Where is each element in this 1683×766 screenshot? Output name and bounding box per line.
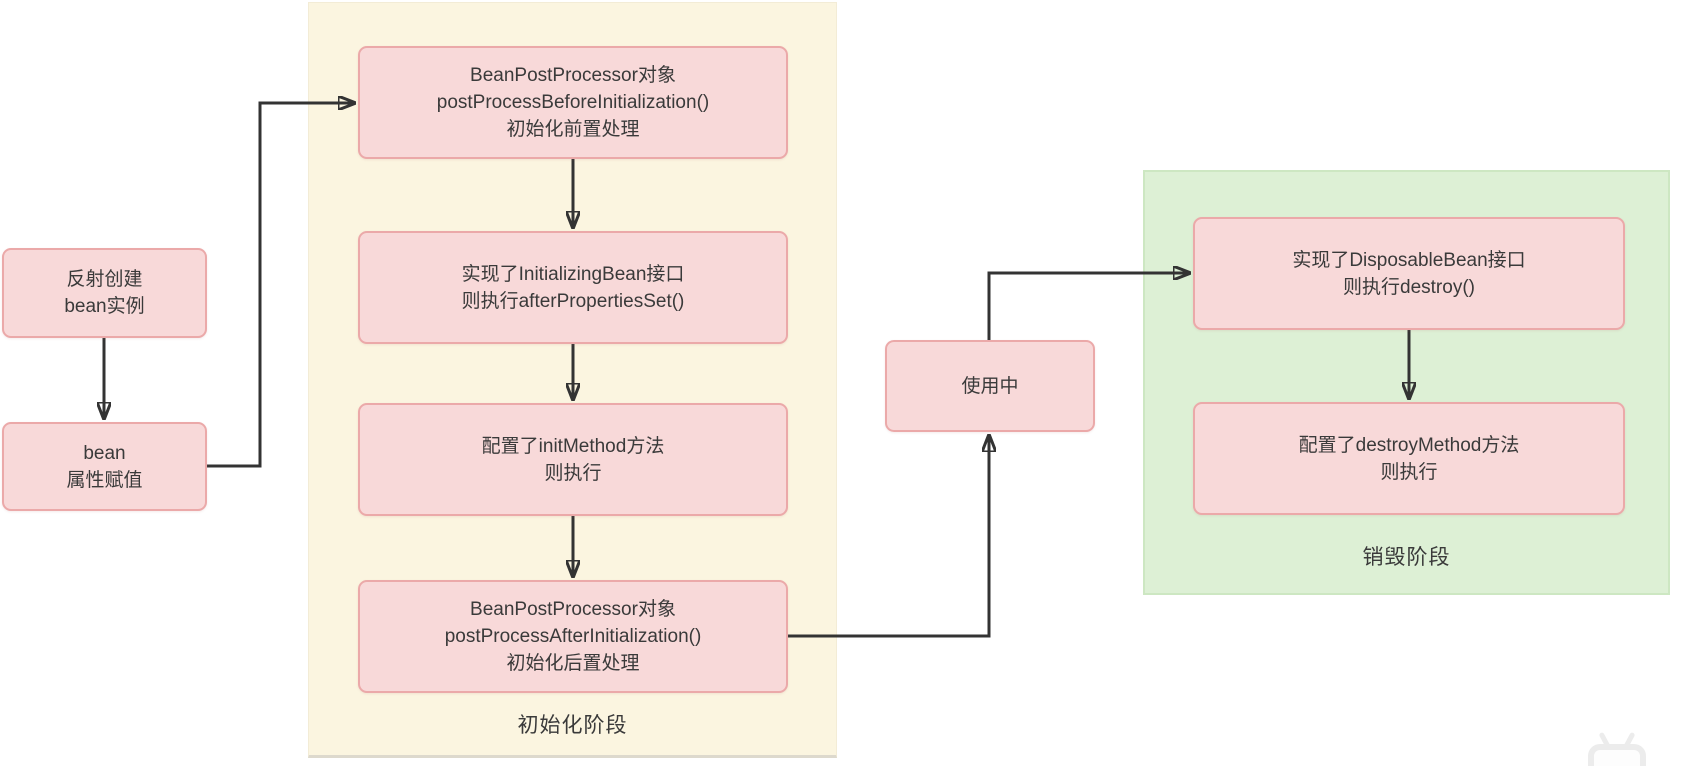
node-init-method: 配置了initMethod方法 则执行 [358,403,788,516]
node-post-process-after-initialization: BeanPostProcessor对象 postProcessAfterInit… [358,580,788,693]
node-populate: bean 属性赋值 [2,422,207,511]
node-line: 则执行 [1380,461,1438,483]
node-line: postProcessAfterInitialization() [444,626,702,647]
node-line: 实现了DisposableBean接口 [1292,249,1526,271]
watermark-tv-icon [1588,744,1646,766]
node-line: 配置了destroyMethod方法 [1298,434,1520,456]
node-post-process-before-initialization: BeanPostProcessor对象 postProcessBeforeIni… [358,46,788,159]
node-line: 则执行 [544,462,602,484]
node-line: 初始化后置处理 [506,653,640,674]
node-line: postProcessBeforeInitialization() [436,92,710,113]
node-line: 则执行destroy() [1343,276,1475,298]
node-line: 初始化前置处理 [506,119,640,140]
node-line: bean实例 [64,296,145,317]
node-reflect-create: 反射创建 bean实例 [2,248,207,338]
node-disposable-bean: 实现了DisposableBean接口 则执行destroy() [1193,217,1625,330]
destroy-stage-label: 销毁阶段 [1362,546,1451,569]
node-line: 使用中 [961,375,1019,397]
node-line: 反射创建 [66,269,143,290]
node-line: 配置了initMethod方法 [481,435,665,457]
node-line: 实现了InitializingBean接口 [461,263,685,285]
node-line: BeanPostProcessor对象 [470,65,676,86]
init-stage-label: 初始化阶段 [517,714,628,737]
node-line: BeanPostProcessor对象 [470,599,676,620]
node-initializing-bean: 实现了InitializingBean接口 则执行afterProperties… [358,231,788,344]
node-line: 属性赋值 [66,469,143,491]
node-line: 则执行afterPropertiesSet() [461,290,685,312]
node-in-use: 使用中 [885,340,1095,432]
node-destroy-method: 配置了destroyMethod方法 则执行 [1193,402,1625,515]
node-line: bean [83,442,126,464]
